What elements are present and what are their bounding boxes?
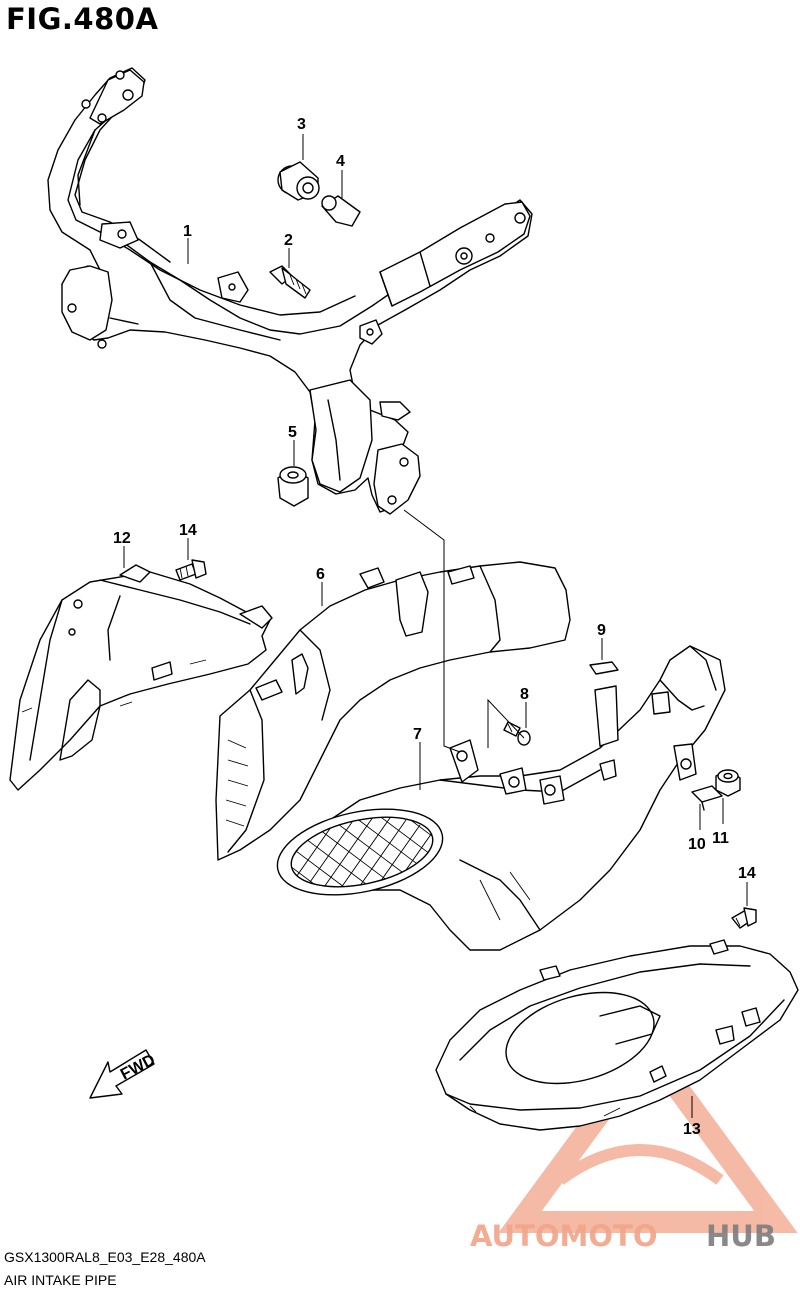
callout-14-upper: 14 <box>179 522 197 539</box>
part-12-left-inner-cover <box>9 564 273 791</box>
callout-12: 12 <box>113 530 131 547</box>
callout-4: 4 <box>336 153 345 170</box>
footer-diagram-code: GSX1300RAL8_E03_E28_480A <box>4 1249 206 1265</box>
watermark-logo <box>498 1029 798 1233</box>
part-7-main-intake-duct <box>276 645 726 951</box>
figure-title: FIG.480A <box>6 2 159 36</box>
callout-2: 2 <box>284 232 293 249</box>
callout-14-lower: 14 <box>738 865 756 882</box>
watermark-part2: HUB <box>706 1219 776 1253</box>
part-13-outer-cover <box>435 939 799 1131</box>
part-10-nut <box>691 785 723 811</box>
part-2-bolt <box>269 265 311 299</box>
part-5-grommet <box>277 466 309 507</box>
callout-3: 3 <box>297 116 306 133</box>
callout-6: 6 <box>316 566 325 583</box>
callout-13: 13 <box>683 1121 701 1138</box>
watermark-part1: AUTOMOTO <box>470 1219 657 1253</box>
footer-diagram-name: AIR INTAKE PIPE <box>4 1272 117 1288</box>
leader-lines <box>123 134 748 1118</box>
callout-1: 1 <box>183 223 192 240</box>
part-1-front-stay <box>47 67 533 515</box>
part-6-left-intake-pipe <box>215 561 571 861</box>
part-4-collar <box>321 195 361 227</box>
part-11-grommet <box>715 769 741 797</box>
fwd-arrow-icon: FWD <box>89 1049 158 1099</box>
part-14-bolt-upper <box>175 559 207 581</box>
callout-8: 8 <box>520 686 529 703</box>
part-9-nut <box>589 661 619 675</box>
callout-9: 9 <box>597 622 606 639</box>
callout-10: 10 <box>688 836 706 853</box>
callout-7: 7 <box>413 726 422 743</box>
callout-11: 11 <box>712 830 729 847</box>
part-3-grommet <box>277 161 320 201</box>
callout-5: 5 <box>288 424 297 441</box>
watermark-text: AUTOMOTO HUB <box>470 1219 776 1253</box>
part-14-bolt-lower <box>731 907 757 929</box>
callout-labels: 3 4 1 2 5 12 14 6 9 8 7 10 11 14 13 <box>113 116 756 1138</box>
